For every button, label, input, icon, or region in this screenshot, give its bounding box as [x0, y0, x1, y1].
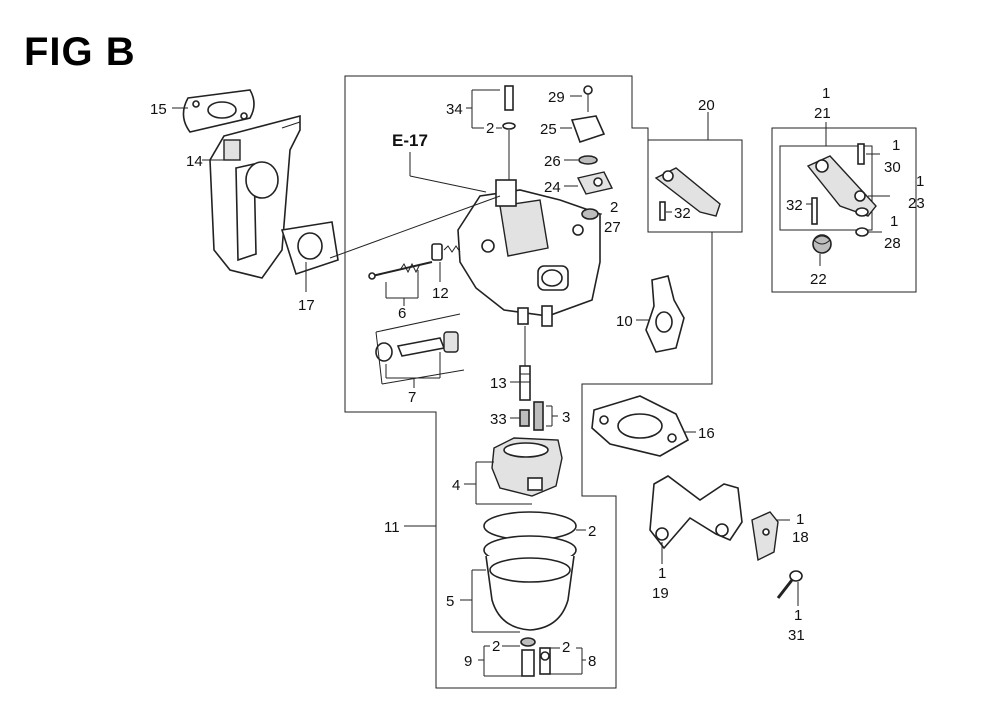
callout-28: 28	[884, 235, 901, 252]
gasket-16	[591, 395, 690, 457]
washer-26	[578, 155, 598, 165]
callout-10: 10	[616, 313, 633, 330]
leader-lines	[172, 89, 890, 677]
gasket-15	[182, 89, 255, 133]
choke-assembly-21	[806, 143, 877, 237]
callout-16: 16	[698, 425, 715, 442]
screw-12	[431, 243, 461, 261]
fitting-24	[576, 171, 614, 195]
screw-set-7	[375, 313, 465, 385]
screw-set-6	[368, 261, 433, 280]
bolt-31	[776, 570, 803, 599]
gasket-17	[280, 221, 339, 276]
callout-19: 19	[652, 585, 669, 602]
callout-31: 31	[788, 627, 805, 644]
callout-1-f: 1	[916, 173, 924, 190]
group-20-outline	[647, 139, 743, 233]
callout-5: 5	[446, 593, 454, 610]
callout-24: 24	[544, 179, 561, 196]
component-10	[645, 275, 685, 353]
group-21-outline	[771, 127, 917, 293]
callout-2-c: 2	[588, 523, 596, 540]
spring-22	[812, 234, 832, 254]
callout-33: 33	[490, 411, 507, 428]
drain-screw-8	[539, 647, 551, 675]
callout-17: 17	[298, 297, 315, 314]
callout-11: 11	[384, 519, 400, 536]
callout-34: 34	[446, 101, 463, 118]
callout-18: 18	[792, 529, 809, 546]
callout-2-e: 2	[562, 639, 570, 656]
callout-22: 22	[810, 271, 827, 288]
callout-1-g: 1	[890, 213, 898, 230]
callout-29: 29	[548, 89, 565, 106]
callout-2-b: 2	[610, 199, 618, 216]
callout-1-d: 1	[822, 85, 830, 102]
callout-32-b: 32	[786, 197, 803, 214]
reference-label: E-17	[392, 131, 428, 150]
callout-7: 7	[408, 389, 416, 406]
callout-4: 4	[452, 477, 460, 494]
callout-3: 3	[562, 409, 570, 426]
callout-2-d: 2	[492, 638, 500, 655]
carburetor-body	[457, 179, 601, 327]
lever-20	[654, 167, 721, 221]
lever-25	[570, 115, 606, 144]
float-4	[491, 437, 563, 497]
callout-1-a: 1	[658, 565, 666, 582]
float-bowl-5	[483, 511, 577, 631]
callout-27: 27	[604, 219, 621, 236]
main-jet-13	[519, 326, 531, 401]
screw-29	[583, 85, 593, 112]
callout-25: 25	[540, 121, 557, 138]
pilot-jet-33	[519, 409, 530, 427]
insulator-bracket-14	[209, 114, 301, 279]
clip-18	[751, 511, 779, 562]
callout-13: 13	[490, 375, 507, 392]
callout-21: 21	[814, 105, 831, 122]
callout-20: 20	[698, 97, 715, 114]
screw-34	[502, 85, 516, 180]
callout-26: 26	[544, 153, 561, 170]
callout-30: 30	[884, 159, 901, 176]
callout-23: 23	[908, 195, 925, 212]
callout-12: 12	[432, 285, 449, 302]
callout-1-b: 1	[796, 511, 804, 528]
callout-1-c: 1	[794, 607, 802, 624]
callout-2-a: 2	[486, 120, 494, 137]
carburetor-group-outline	[344, 75, 713, 689]
callout-1-e: 1	[892, 137, 900, 154]
callout-14: 14	[186, 153, 203, 170]
washer-27	[581, 208, 599, 220]
needle-set-3	[533, 401, 544, 431]
bracket-19	[649, 475, 743, 550]
callout-15: 15	[150, 101, 167, 118]
figure-title: FIG B	[24, 30, 136, 74]
callout-labels: 15 14 17 34 2 29 25 26 24 2 27 6 12 7 13…	[150, 85, 925, 670]
bolt-9	[520, 637, 536, 677]
callout-9: 9	[464, 653, 472, 670]
callout-6: 6	[398, 305, 406, 322]
callout-32-a: 32	[674, 205, 691, 222]
callout-8: 8	[588, 653, 596, 670]
